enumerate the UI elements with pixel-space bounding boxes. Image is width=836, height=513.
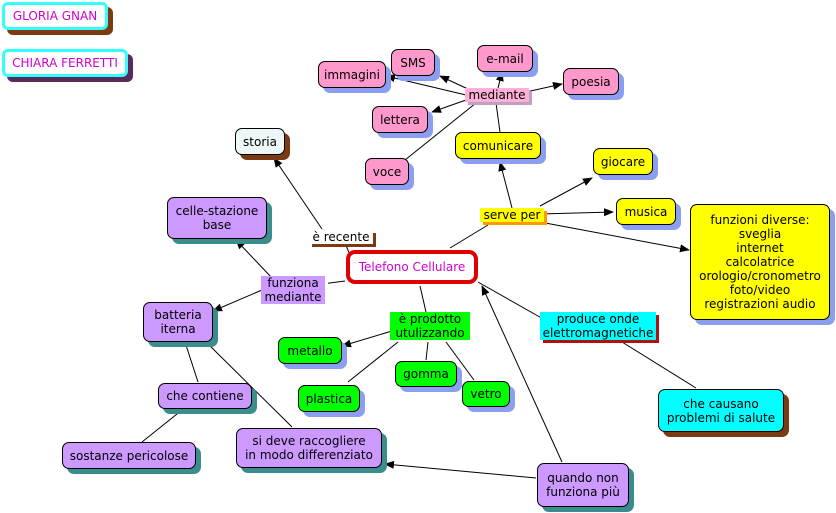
link-e-recente-storia	[273, 157, 323, 230]
link-label-e-recente: è recente	[309, 230, 373, 244]
concept-celle-stazione-base: celle-stazione base	[167, 197, 267, 239]
concept-che-causano: che causano problemi di salute	[658, 389, 784, 432]
author-chiara-ferretti: CHIARA FERRETTI	[2, 49, 128, 77]
link-serve-per-funzioni	[539, 221, 690, 253]
link-serve-per-comunicare	[498, 161, 513, 209]
concept-batteria-iterna: batteria iterna	[143, 302, 213, 342]
link-comunicare-mediante	[495, 102, 501, 133]
concept-quando-non-funziona: quando non funziona più	[537, 463, 629, 507]
concept-poesia: poesia	[563, 68, 619, 95]
link-prodotto-metallo	[341, 330, 393, 348]
concept-metallo: metallo	[278, 337, 342, 364]
concept-plastica: plastica	[298, 385, 360, 412]
link-serve-per-giocare	[539, 177, 593, 207]
link-non-funziona-raccogliere	[384, 460, 537, 479]
concept-funzioni-diverse: funzioni diverse: sveglia internet calco…	[690, 204, 830, 320]
link-label-produce-onde: produce onde elettromagnetiche	[540, 312, 656, 340]
concept-immagini: immagini	[318, 61, 386, 88]
link-mediante-poesia	[525, 82, 563, 93]
concept-vetro: vetro	[462, 381, 510, 407]
link-mediante-lettera	[431, 99, 467, 113]
concept-gomma: gomma	[395, 361, 457, 387]
link-funziona-celle	[235, 239, 273, 279]
concept-voce: voce	[365, 158, 409, 185]
link-prodotto-vetro	[445, 341, 475, 381]
link-produce-causano	[621, 341, 697, 389]
concept-storia: storia	[235, 128, 285, 155]
concept-sostanze-pericolose: sostanze pericolose	[62, 442, 196, 469]
link-prodotto-gomma	[425, 341, 429, 361]
link-mediante-immagini	[385, 74, 467, 96]
link-center-funziona	[321, 280, 346, 285]
link-label-mediante: mediante	[465, 88, 529, 102]
link-mediante-email	[495, 71, 504, 89]
link-mediante-sms	[439, 75, 471, 91]
author-gloria-gnan: GLORIA GNAN	[2, 2, 108, 30]
link-funziona-batteria	[212, 289, 263, 312]
link-contiene-sostanze	[141, 409, 183, 443]
concept-musica: musica	[616, 198, 676, 225]
link-label-serve-per: serve per	[480, 208, 544, 222]
link-voce-mediante	[404, 102, 477, 161]
concept-si-deve-raccogliere: si deve raccogliere in modo differenziat…	[236, 428, 382, 468]
concept-che-contiene: che contiene	[158, 383, 252, 409]
link-prodotto-plastica	[347, 341, 399, 383]
concept-sms: SMS	[391, 49, 435, 76]
link-batteria-contiene	[184, 341, 199, 383]
link-center-produce	[477, 281, 546, 321]
link-non-funziona-center	[481, 285, 563, 463]
link-label-e-prodotto: è prodotto utulizzando	[390, 312, 470, 340]
link-label-funziona-mediante: funziona mediante	[261, 276, 325, 304]
link-serve-per-musica	[539, 208, 614, 217]
link-center-serve-per	[449, 224, 489, 249]
concept-telefono-cellulare: Telefono Cellulare	[346, 250, 478, 284]
concept-lettera: lettera	[372, 106, 428, 133]
concept-email: e-mail	[477, 45, 533, 72]
concept-giocare: giocare	[593, 148, 653, 175]
concept-comunicare: comunicare	[455, 132, 541, 159]
link-center-prodotto	[419, 285, 427, 313]
